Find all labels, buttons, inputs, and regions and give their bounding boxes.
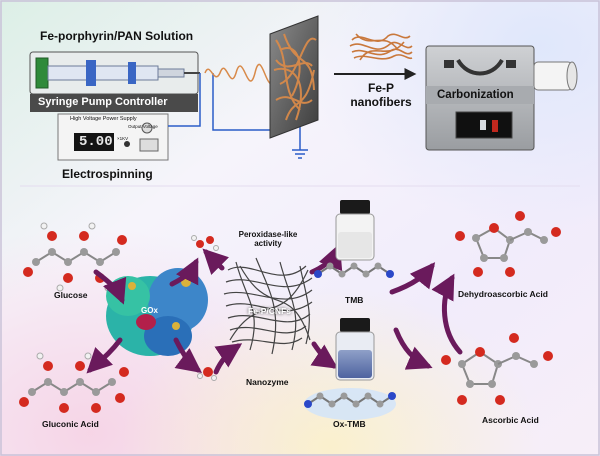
power-supply-subtitle: Output Voltage [128, 124, 158, 129]
collector-plate [269, 15, 319, 139]
ground-symbol [292, 149, 308, 159]
peroxidase-label-line2: activity [254, 239, 282, 249]
product-label-line2: nanofibers [350, 94, 412, 109]
glucose-label: Glucose [54, 290, 88, 300]
tmb-vial [335, 200, 375, 261]
nanozyme-label: Nanozyme [246, 377, 289, 387]
solution-label: Fe-porphyrin/PAN Solution [40, 29, 194, 43]
carbonization-furnace [425, 45, 578, 151]
pump-controller-bar [30, 94, 198, 112]
ascorbic-acid-molecule [441, 333, 553, 405]
spinning-jet [204, 63, 277, 85]
electrospinning-label: Electrospinning [62, 167, 153, 181]
product-label-line1: Fe-P [367, 81, 394, 95]
peroxidase-label-line1: Peroxidase-like [238, 230, 298, 239]
dehydroascorbic-acid-molecule [455, 211, 561, 277]
tmb-label: TMB [345, 295, 364, 305]
voltage-readout: 5.00 [79, 134, 113, 150]
voltage-unit: ×1KV [117, 136, 129, 141]
product-label: Fe-P nanofibers [346, 81, 416, 110]
gluconic-acid-molecule [19, 352, 129, 413]
fe-p-cnf-mesh [223, 257, 313, 355]
h2o-molecule [197, 367, 217, 381]
ox-tmb-label: Ox-TMB [333, 419, 366, 429]
peroxidase-label: Peroxidase-like activity [228, 230, 308, 248]
voltage-display [74, 133, 114, 151]
gox-label: GOx [141, 306, 158, 315]
dehydroascorbic-acid-label: Dehydroascorbic Acid [458, 289, 548, 299]
fe-p-nanofiber-mat [349, 33, 413, 61]
power-supply-title: High Voltage Power Supply [70, 116, 137, 122]
catalyst-label: Fe-P/CNFs [248, 306, 291, 316]
power-supply [57, 113, 169, 161]
ascorbic-acid-label: Ascorbic Acid [482, 415, 539, 425]
pump-label: Syringe Pump Controller [38, 96, 168, 108]
gluconic-acid-label: Gluconic Acid [42, 419, 99, 429]
syringe-pump [29, 51, 200, 112]
ox-tmb-molecule [304, 388, 396, 420]
furnace-label: Carbonization [437, 89, 514, 101]
tmb-molecule [314, 262, 394, 278]
ox-tmb-vial [335, 318, 375, 381]
